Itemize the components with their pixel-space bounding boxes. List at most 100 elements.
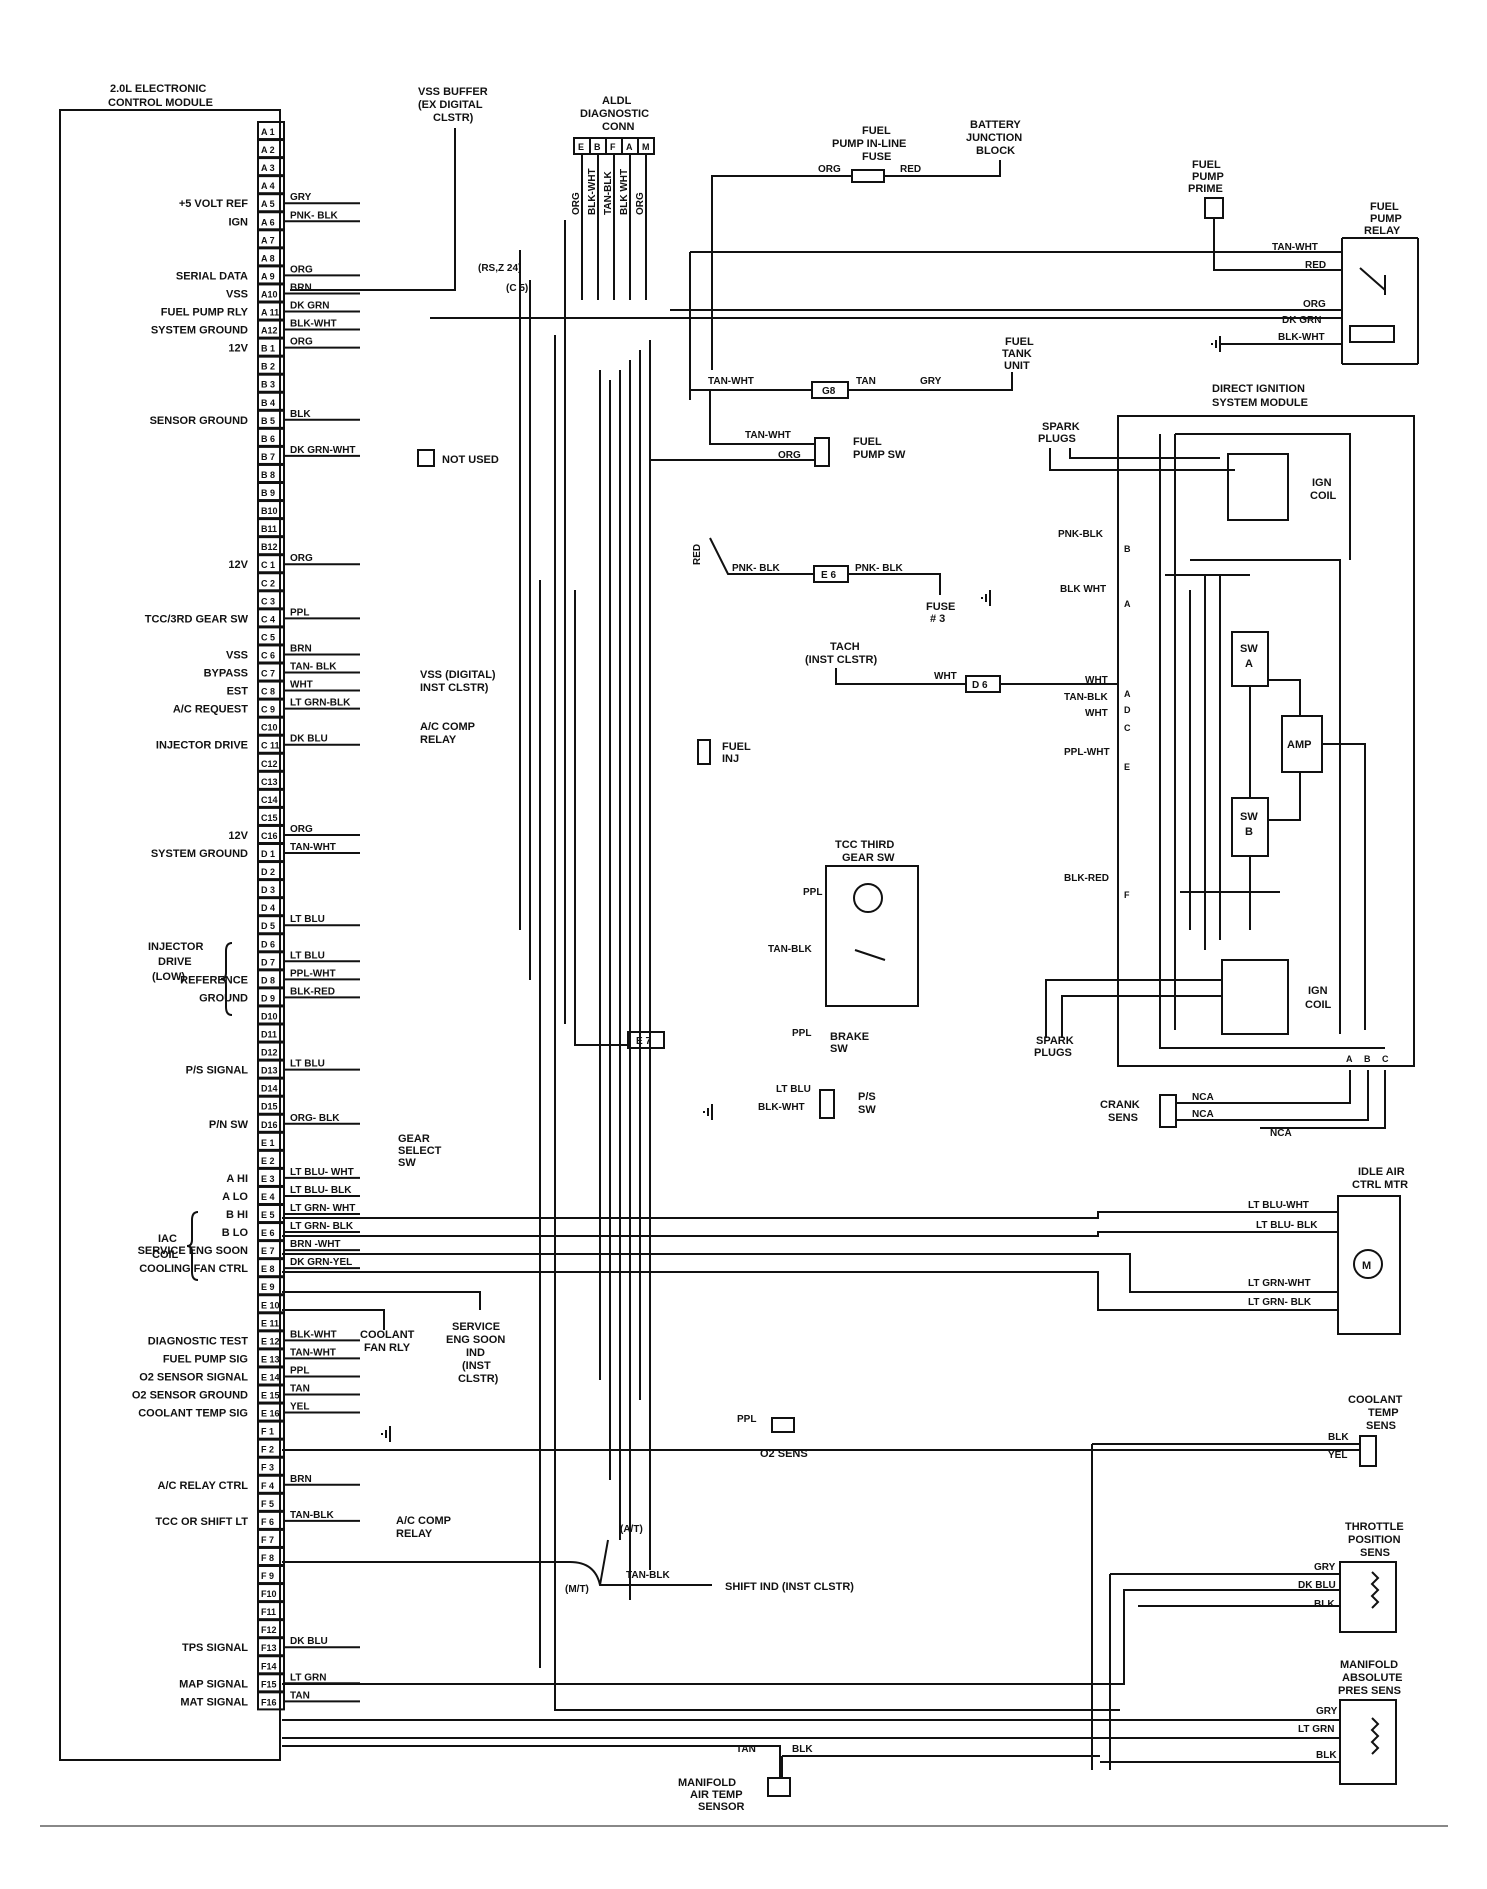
ecm-pin-label: A12 [261, 326, 278, 336]
fuel-inj-2: INJ [722, 753, 739, 765]
ecm-title-1: 2.0L ELECTRONIC [110, 83, 206, 95]
ecm-function-label: EST [227, 686, 249, 698]
ecm-box [59, 109, 281, 1761]
fuse-circuit [711, 160, 1001, 370]
dis-pin-letter: C [1124, 723, 1131, 733]
ecm-pin-label: A 5 [261, 199, 275, 209]
tps-circuit [282, 1573, 1340, 1770]
crank-wire-2: NCA [1192, 1109, 1214, 1120]
ecm-pin-label: D10 [261, 1011, 278, 1021]
ecm-pin-label: E 8 [261, 1264, 275, 1274]
ecm-function-label: SYSTEM GROUND [151, 325, 248, 337]
ecm-wire-color: ORG [290, 264, 313, 275]
mat-wire-tan: TAN [736, 1744, 756, 1755]
brake-wire: PPL [792, 1028, 811, 1039]
ecm-pin-label: A 2 [261, 145, 275, 155]
tps-title-3: SENS [1360, 1547, 1390, 1559]
ecm-pin-cell [257, 572, 285, 592]
ecm-pin-label: B 7 [261, 452, 275, 462]
ecm-wire-color: LT GRN [290, 1672, 326, 1683]
ecm-function-label: INJECTOR DRIVE [156, 740, 248, 752]
coolant-fan-2: FAN RLY [364, 1342, 411, 1354]
crank-wire-1: NCA [1192, 1092, 1214, 1103]
ecm-pin-cell [257, 1546, 285, 1566]
ecm-pin-label: A 7 [261, 235, 275, 245]
ecm-function-label: VSS [226, 649, 248, 661]
ecm-pin-label: F10 [261, 1589, 277, 1599]
ecm-pin-label: D12 [261, 1048, 278, 1058]
ecm-function-label: A HI [226, 1173, 248, 1185]
iac-motor-title-2: CTRL MTR [1352, 1179, 1408, 1191]
ecm-wire-color: ORG- BLK [290, 1113, 340, 1124]
o2-ground-icon [381, 1426, 391, 1442]
ecm-pin-label: D16 [261, 1120, 278, 1130]
crank-sens-connector [1159, 1094, 1177, 1128]
tps-wire-dk-blu: DK BLU [1298, 1580, 1336, 1591]
ecm-pin-label: F 6 [261, 1517, 274, 1527]
ac-comp-2: RELAY [420, 734, 457, 746]
ecm-pin-label: D 2 [261, 867, 275, 877]
ecm-pin-label: C 3 [261, 596, 275, 606]
spark-top-2: PLUGS [1038, 433, 1076, 445]
ecm-pin-label: D13 [261, 1066, 278, 1076]
tach-wire: WHT [934, 671, 957, 682]
ecm-pin-label: B10 [261, 506, 278, 516]
shift-circuit [282, 1539, 712, 1586]
ecm-pin-label: D 8 [261, 975, 275, 985]
ecm-pin-label: E 16 [261, 1409, 280, 1419]
ecm-pin-label: B 6 [261, 434, 275, 444]
ecm-pin-label: F 2 [261, 1445, 274, 1455]
ecm-pin-label: C 11 [261, 741, 280, 751]
ecm-wire-color: LT GRN- BLK [290, 1221, 354, 1232]
ses-ind-2: ENG SOON [446, 1334, 505, 1346]
fuse3-label-2: # 3 [930, 613, 945, 625]
ecm-wire-color: PPL-WHT [290, 968, 336, 979]
ps-sw-connector [819, 1089, 835, 1119]
ecm-wire-color: PNK- BLK [290, 210, 339, 221]
ecm-function-label: REFERENCE [180, 974, 248, 986]
iac-wire-1: LT BLU-WHT [1248, 1200, 1309, 1211]
ecm-pin-label: F11 [261, 1607, 276, 1617]
aldl-wire-color: BLK-WHT [587, 168, 598, 215]
ecm-function-label: B LO [222, 1227, 249, 1239]
ecm-function-label: SENSOR GROUND [150, 415, 248, 427]
dis-pin-letter: F [1124, 890, 1130, 900]
mat-title-1: MANIFOLD [678, 1777, 736, 1789]
aldl-pin-label: M [642, 142, 650, 152]
tank-title-1: FUEL [1005, 336, 1034, 348]
ecm-pin-label: E 7 [261, 1246, 275, 1256]
prime-title-3: PRIME [1188, 183, 1223, 195]
ecm-pin-label: C14 [261, 795, 278, 805]
dis-pin-letter: E [1124, 762, 1130, 772]
sw-a-label-1: SW [1240, 643, 1258, 655]
ses-fan-circuit [282, 1291, 481, 1330]
ecm-pin-cell [257, 752, 285, 772]
tps-title-2: POSITION [1348, 1534, 1401, 1546]
injector-drive-label-1: INJECTOR [148, 941, 203, 953]
vss-buffer-title-3: CLSTR) [433, 112, 474, 124]
aldl-pin-label: F [610, 142, 616, 152]
at-label: (A/T) [620, 1524, 643, 1535]
ecm-pin-cell [257, 861, 285, 881]
coolant-wire-yel: YEL [1328, 1450, 1347, 1461]
ecm-title-2: CONTROL MODULE [108, 97, 213, 109]
ecm-pin-label: B 8 [261, 470, 275, 480]
ecm-pin-label: A 8 [261, 253, 275, 263]
ecm-pin-label: C15 [261, 813, 278, 823]
ecm-function-label: 12V [228, 343, 248, 355]
ecm-pin-label: E 5 [261, 1210, 275, 1220]
ses-ind-4: (INST [462, 1360, 491, 1372]
ecm-function-label: A LO [222, 1191, 248, 1203]
brake-title-2: SW [830, 1043, 848, 1055]
crank-circuit [1176, 1070, 1386, 1129]
ecm-pin-label: F14 [261, 1661, 277, 1671]
ecm-pin-label: D14 [261, 1084, 278, 1094]
shift-ind-label: SHIFT IND (INST CLSTR) [725, 1581, 854, 1593]
ecm-function-label: P/S SIGNAL [186, 1065, 249, 1077]
ecm-pin-label: D 5 [261, 921, 275, 931]
mt-label: (M/T) [565, 1584, 589, 1595]
ecm-function-label: FUEL PUMP RLY [161, 307, 249, 319]
ecm-pin-label: F15 [261, 1679, 277, 1689]
